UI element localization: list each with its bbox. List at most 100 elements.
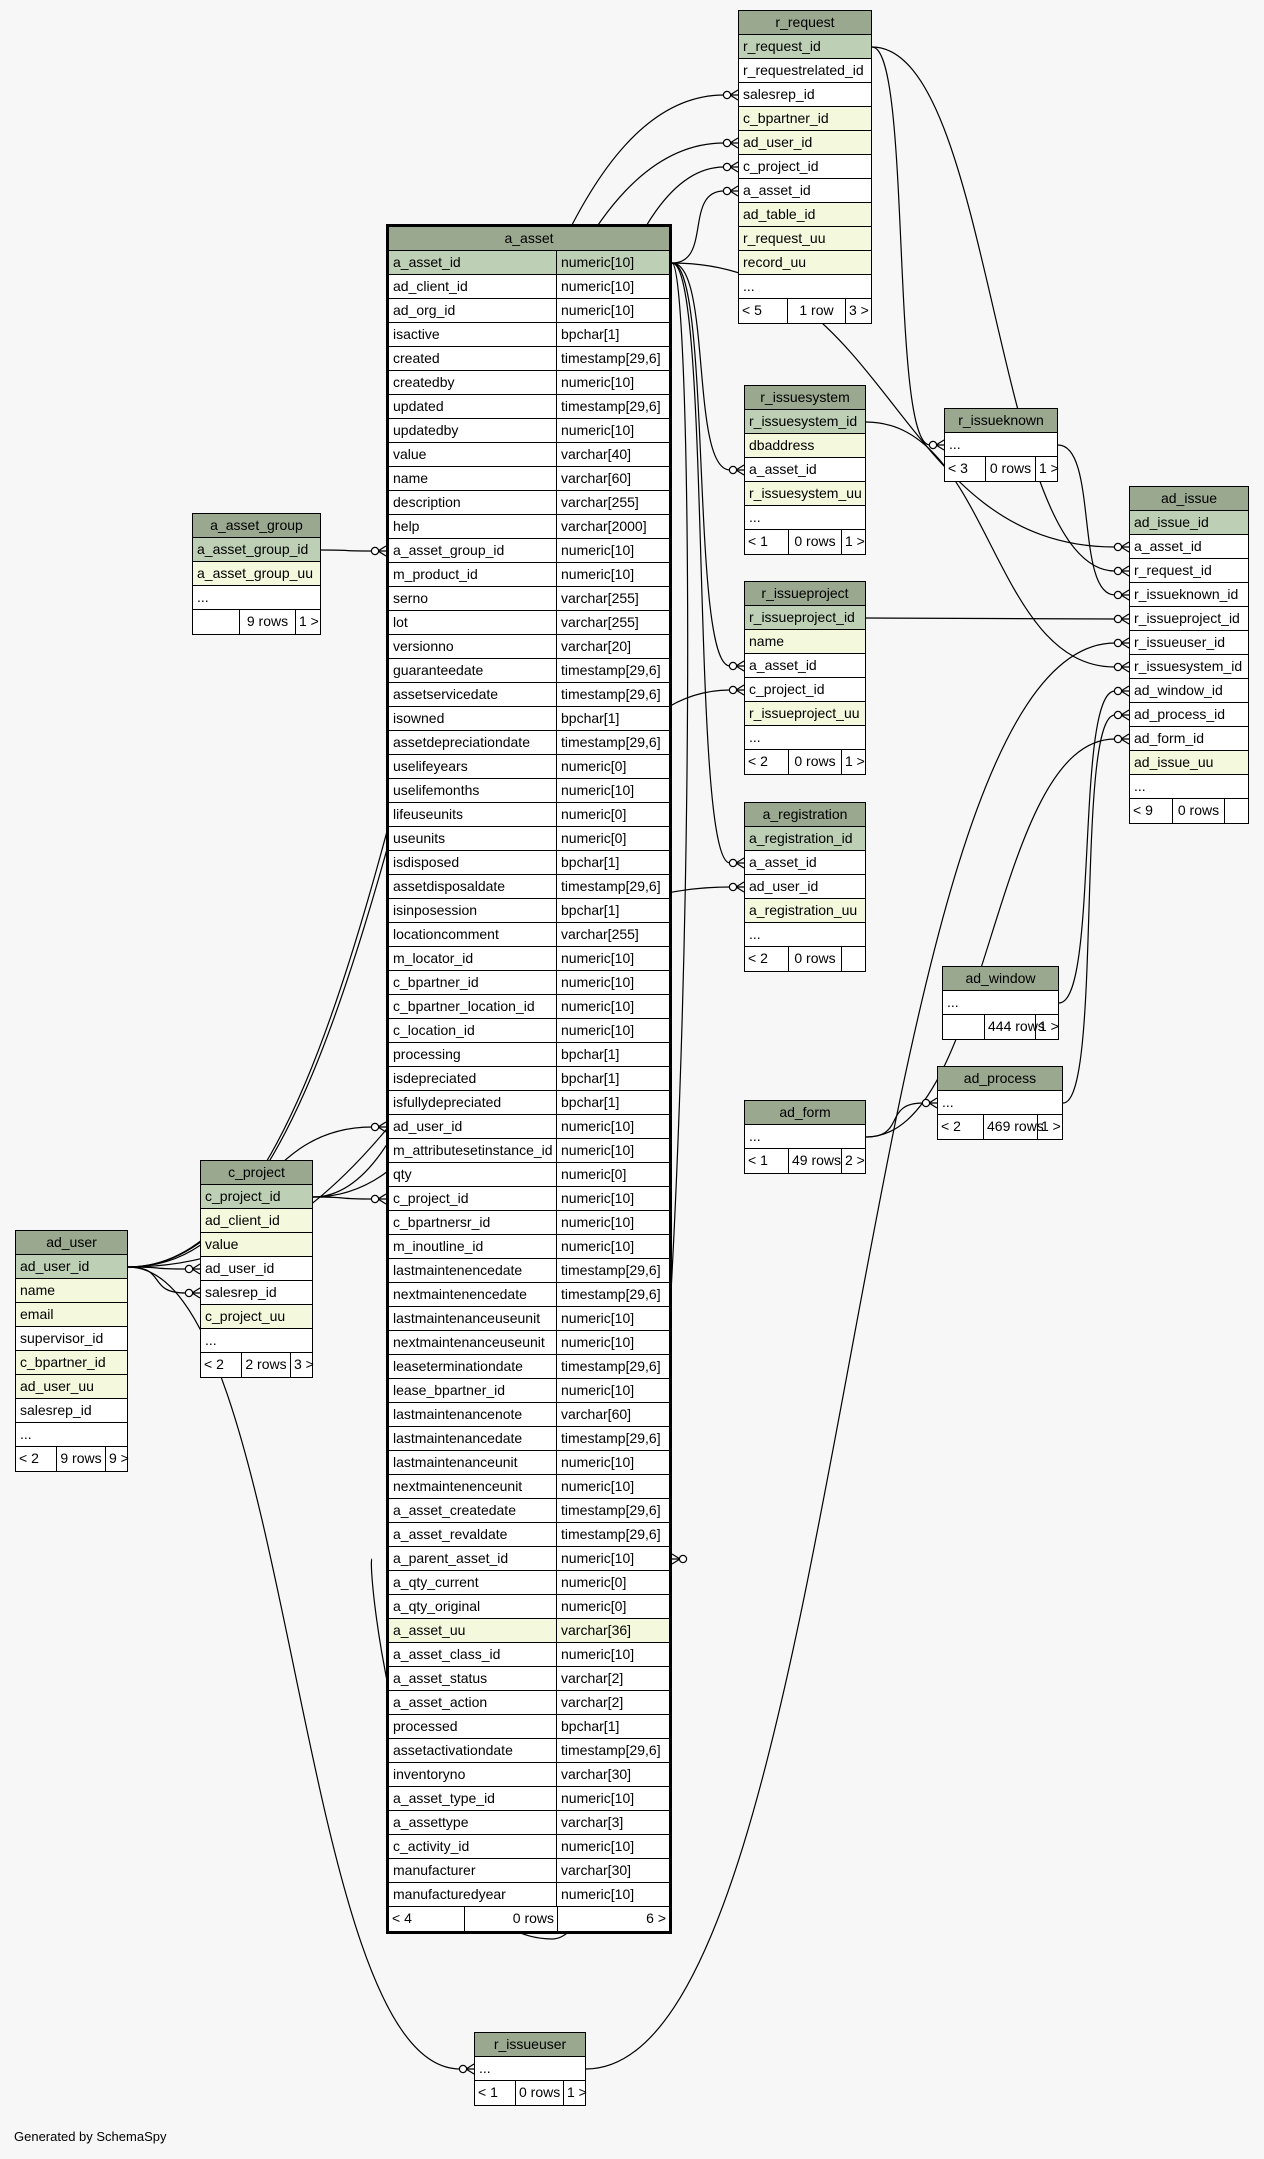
column-row[interactable]: ad_user_uu	[16, 1375, 127, 1399]
column-row[interactable]: a_asset_id	[745, 851, 865, 875]
prev-link[interactable]: < 2	[941, 1118, 961, 1134]
column-row[interactable]: r_issueknown_id	[1130, 583, 1248, 607]
column-row[interactable]: ad_process_id	[1130, 703, 1248, 727]
next-link[interactable]: 1 >	[1035, 1015, 1059, 1039]
prev-link[interactable]	[943, 1015, 984, 1039]
column-row[interactable]: c_bpartner_id	[16, 1351, 127, 1375]
prev-link[interactable]: < 1	[748, 533, 768, 549]
table-title[interactable]: a_asset	[389, 227, 669, 251]
prev-link[interactable]: < 4	[392, 1910, 412, 1926]
next-link[interactable]: 1 >	[1037, 1115, 1062, 1139]
column-row[interactable]: ad_client_id	[201, 1209, 312, 1233]
next-link[interactable]: 1 >	[1035, 457, 1059, 481]
column-row[interactable]: ...	[745, 506, 865, 530]
column-row[interactable]: a_asset_id	[1130, 535, 1248, 559]
column-row[interactable]: ad_form_id	[1130, 727, 1248, 751]
column-row[interactable]: ...	[739, 275, 871, 299]
table-title[interactable]: ad_form	[745, 1101, 865, 1125]
column-row[interactable]: a_asset_id	[739, 179, 871, 203]
column-row[interactable]: r_issuesystem_id	[745, 410, 865, 434]
column-row[interactable]: ad_issue_uu	[1130, 751, 1248, 775]
column-row[interactable]: ad_window_id	[1130, 679, 1248, 703]
column-row[interactable]: email	[16, 1303, 127, 1327]
next-link[interactable]: 3 >	[845, 299, 871, 323]
column-row[interactable]: a_asset_group_uu	[193, 562, 320, 586]
column-row[interactable]: c_project_uu	[201, 1305, 312, 1329]
next-link[interactable]: 2 >	[841, 1149, 865, 1173]
column-row[interactable]: r_issueuser_id	[1130, 631, 1248, 655]
column-row[interactable]: r_requestrelated_id	[739, 59, 871, 83]
prev-link[interactable]	[193, 610, 239, 634]
prev-link[interactable]: < 3	[948, 460, 968, 476]
column-row[interactable]: r_issueproject_uu	[745, 702, 865, 726]
column-row[interactable]: r_request_id	[739, 35, 871, 59]
column-row[interactable]: name	[16, 1279, 127, 1303]
column-row[interactable]: ...	[1130, 775, 1248, 799]
prev-link[interactable]: < 2	[19, 1450, 39, 1466]
column-row[interactable]: a_asset_group_id	[193, 538, 320, 562]
column-row[interactable]: ad_user_id	[201, 1257, 312, 1281]
next-link[interactable]: 1 >	[563, 2081, 587, 2105]
column-row[interactable]: record_uu	[739, 251, 871, 275]
column-row[interactable]: ...	[475, 2057, 585, 2081]
column-row[interactable]: ...	[945, 433, 1057, 457]
table-title[interactable]: ad_process	[938, 1067, 1062, 1091]
next-link[interactable]	[841, 947, 865, 971]
table-title[interactable]: r_issueproject	[745, 582, 865, 606]
prev-link[interactable]: < 1	[478, 2084, 498, 2100]
column-row[interactable]: ad_table_id	[739, 203, 871, 227]
column-row[interactable]: c_bpartner_id	[739, 107, 871, 131]
column-row[interactable]: r_issuesystem_uu	[745, 482, 865, 506]
column-row[interactable]: ad_user_id	[16, 1255, 127, 1279]
column-row[interactable]: ad_user_id	[739, 131, 871, 155]
column-row[interactable]: a_asset_id	[745, 458, 865, 482]
column-row[interactable]: ad_user_id	[745, 875, 865, 899]
column-row[interactable]: c_project_id	[201, 1185, 312, 1209]
next-link[interactable]: 9 >	[105, 1447, 129, 1471]
column-row[interactable]: ...	[201, 1329, 312, 1353]
column-row[interactable]: ...	[193, 586, 320, 610]
prev-link[interactable]: < 2	[748, 950, 768, 966]
